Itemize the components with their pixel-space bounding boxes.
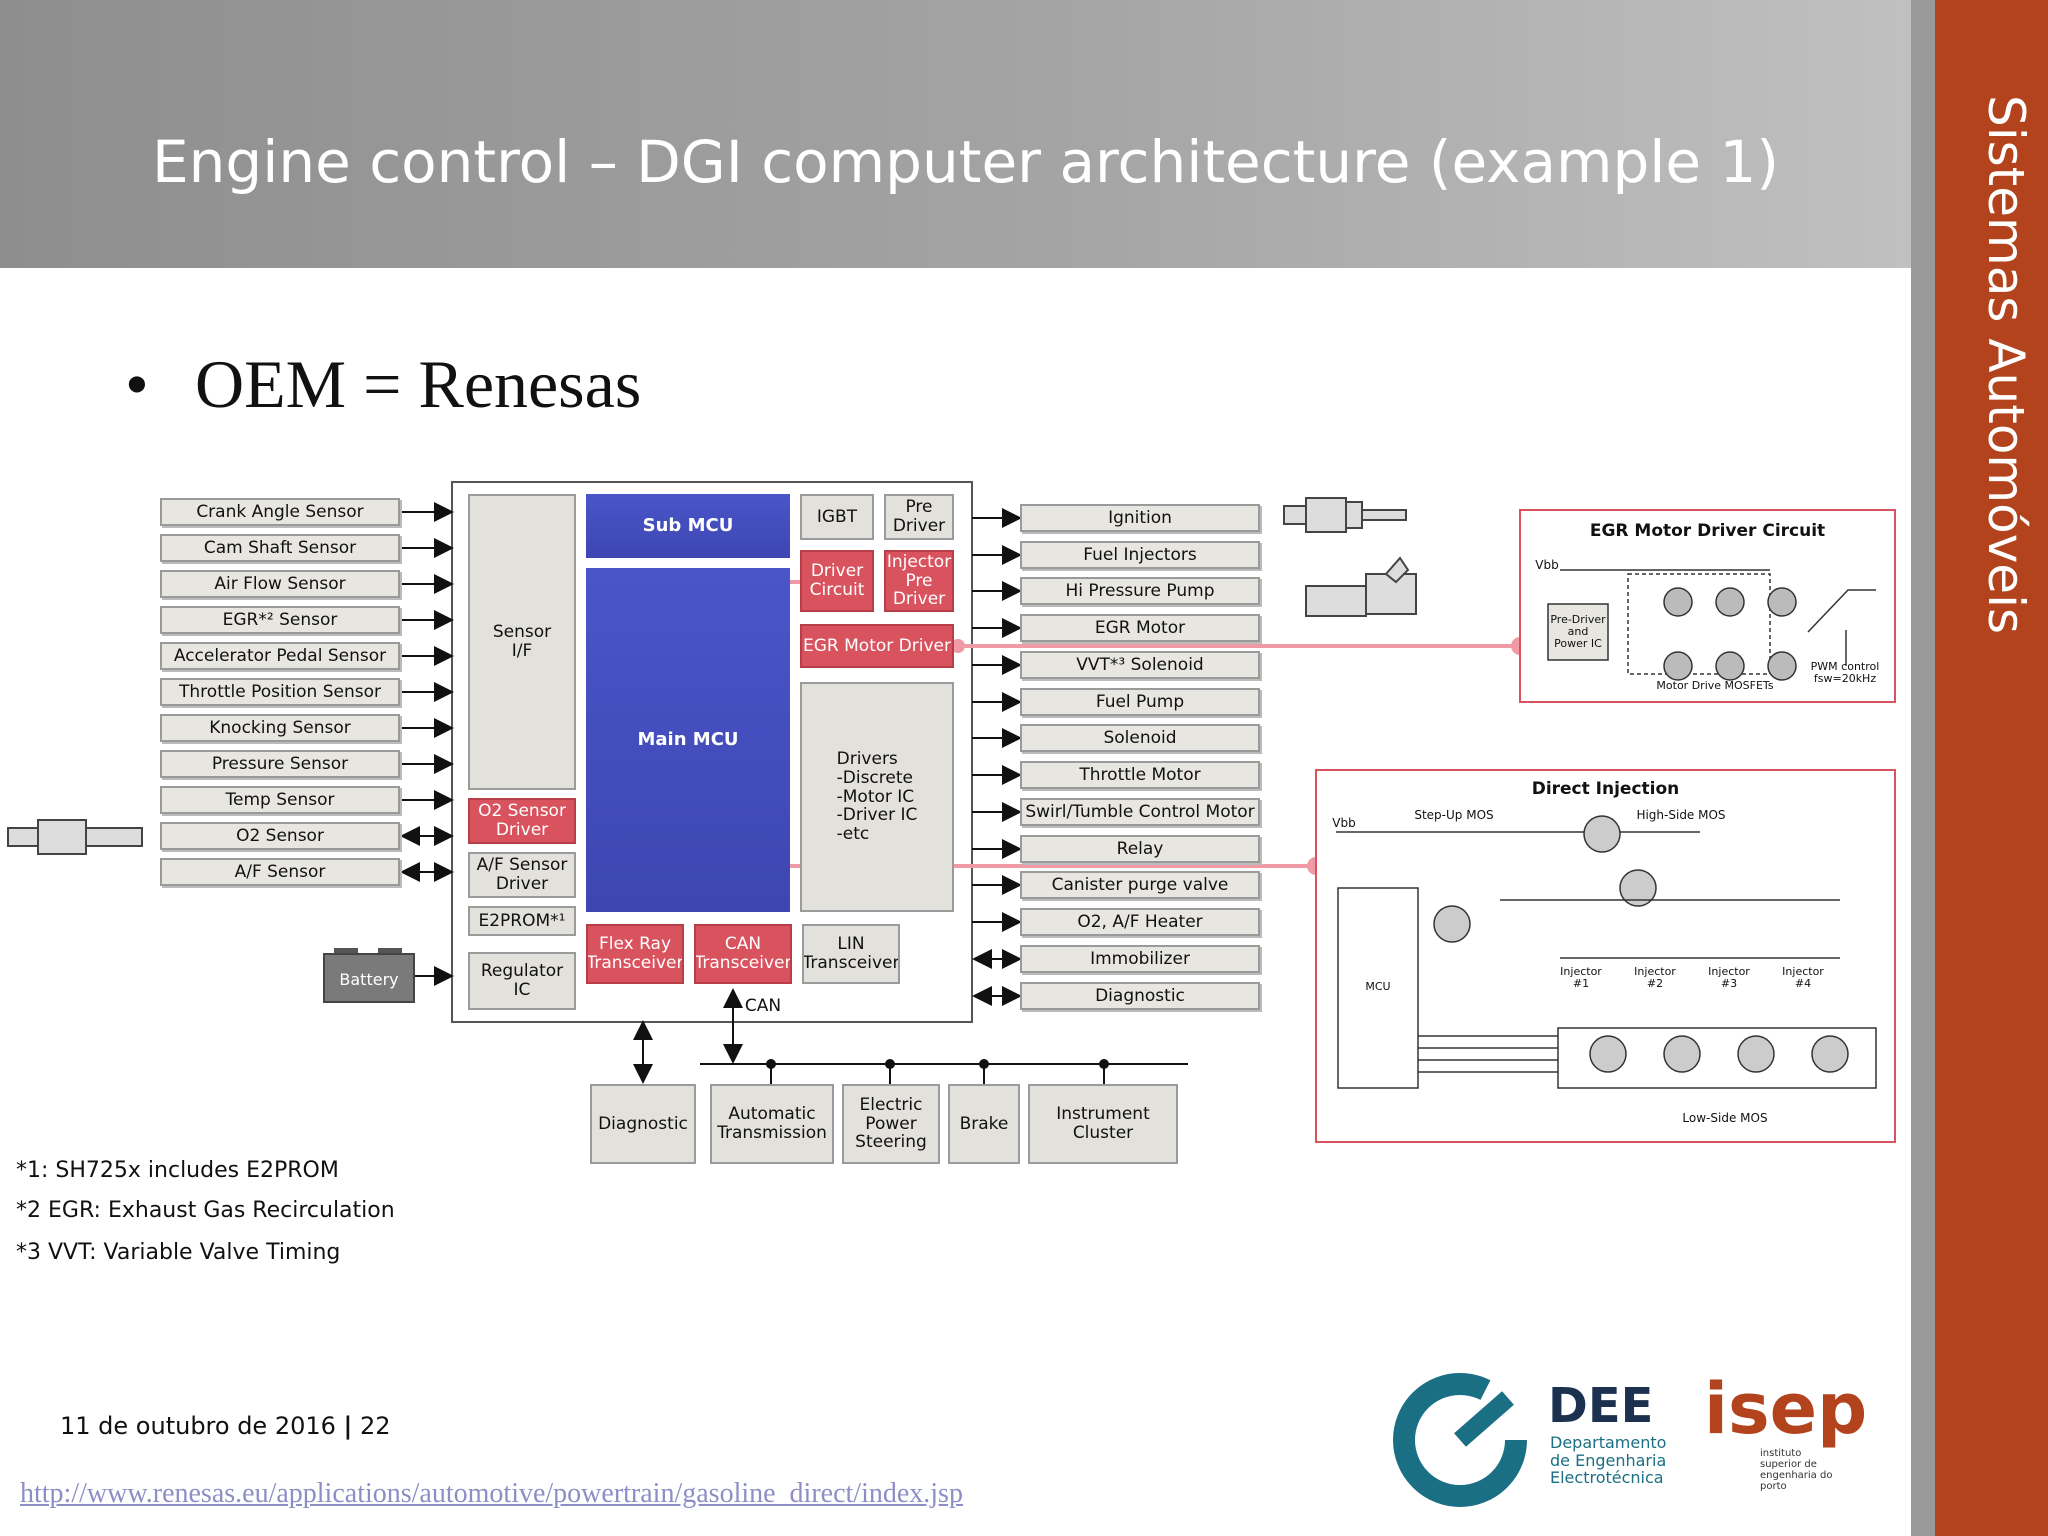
- di-injector-3: Injector #3: [1708, 964, 1750, 990]
- slide-footer: 11 de outubro de 2016 | 22: [60, 1412, 391, 1440]
- egr-vbb-label: Vbb: [1535, 558, 1559, 573]
- di-lowside-label: Low-Side MOS: [1682, 1111, 1768, 1126]
- e2prom-block: E2PROM*¹: [468, 906, 576, 936]
- output-o2-af-heater: O2, A/F Heater: [1020, 908, 1260, 936]
- egr-pwm-label: PWM control fsw=20kHz: [1810, 659, 1880, 685]
- di-injector-2: Injector #2: [1634, 964, 1676, 990]
- pre-driver-block: Pre Driver: [884, 494, 954, 540]
- output-throttle-motor: Throttle Motor: [1020, 761, 1260, 789]
- source-link[interactable]: http://www.renesas.eu/applications/autom…: [20, 1478, 963, 1509]
- bullet-text: OEM = Renesas: [195, 346, 642, 422]
- sensor-accelerator-pedal: Accelerator Pedal Sensor: [160, 642, 400, 670]
- sensor-cam-shaft: Cam Shaft Sensor: [160, 534, 400, 562]
- igbt-block: IGBT: [800, 494, 874, 540]
- output-hi-pressure-pump: Hi Pressure Pump: [1020, 577, 1260, 605]
- can-transceiver-block: CAN Transceiver: [694, 924, 792, 984]
- sensor-af: A/F Sensor: [160, 858, 400, 886]
- di-circuit: [1336, 815, 1877, 1089]
- output-canister-purge-valve: Canister purge valve: [1020, 871, 1260, 899]
- di-vbb-label: Vbb: [1332, 816, 1356, 831]
- egr-mosfets-label: Motor Drive MOSFETs: [1656, 678, 1774, 692]
- di-stepup-label: Step-Up MOS: [1414, 808, 1494, 823]
- page-number: 22: [359, 1412, 391, 1440]
- di-injector-4: Injector #4: [1782, 964, 1824, 990]
- sensor-air-flow: Air Flow Sensor: [160, 570, 400, 598]
- sensor-pressure: Pressure Sensor: [160, 750, 400, 778]
- isep-logo-text: isep: [1704, 1368, 1868, 1450]
- bullet-dot: •: [125, 346, 149, 422]
- bus-node-brake: Brake: [948, 1084, 1020, 1164]
- driver-circuit-block: Driver Circuit: [800, 550, 874, 612]
- battery-icon: [323, 948, 415, 1003]
- footnote-2: *2 EGR: Exhaust Gas Recirculation: [16, 1198, 395, 1223]
- architecture-diagram: Crank Angle Sensor Cam Shaft Sensor Air …: [0, 470, 1911, 1180]
- can-label: CAN: [744, 995, 782, 1016]
- footnote-3: *3 VVT: Variable Valve Timing: [16, 1240, 341, 1265]
- bus-node-instrument-cluster: Instrument Cluster: [1028, 1084, 1178, 1164]
- output-solenoid: Solenoid: [1020, 724, 1260, 752]
- output-relay: Relay: [1020, 835, 1260, 863]
- slide-date: 11 de outubro de 2016: [60, 1412, 336, 1440]
- drivers-block: Drivers -Discrete -Motor IC -Driver IC -…: [800, 682, 954, 912]
- injector-pre-driver-block: Injector Pre Driver: [884, 550, 954, 612]
- isep-logo-subtitle: instituto superior de engenharia do port…: [1760, 1448, 1833, 1492]
- sensor-interface-block: Sensor I/F: [468, 494, 576, 790]
- sensor-knocking: Knocking Sensor: [160, 714, 400, 742]
- o2-sensor-driver-block: O2 Sensor Driver: [468, 798, 576, 844]
- lin-transceiver-block: LIN Transceiver: [802, 924, 900, 984]
- sub-mcu-block: Sub MCU: [586, 494, 790, 558]
- egr-predriver-label: Pre-Driver and Power IC: [1550, 612, 1606, 651]
- title-bar: [0, 0, 1911, 268]
- injector-icon: [1305, 556, 1417, 617]
- dee-logo-icon: [1390, 1370, 1530, 1510]
- output-ignition: Ignition: [1020, 504, 1260, 532]
- slide-title: Engine control – DGI computer architectu…: [152, 128, 1780, 196]
- di-highside-label: High-Side MOS: [1636, 808, 1726, 823]
- output-swirl-tumble-motor: Swirl/Tumble Control Motor: [1020, 798, 1260, 826]
- output-fuel-pump: Fuel Pump: [1020, 688, 1260, 716]
- dee-logo-text: DEE: [1548, 1378, 1654, 1434]
- page-separator: |: [343, 1412, 353, 1440]
- course-name: Sistemas Automóveis: [1977, 95, 2035, 635]
- bus-node-electric-power-steering: Electric Power Steering: [842, 1084, 940, 1164]
- dee-logo-subtitle: Departamento de Engenharia Electrotécnic…: [1550, 1433, 1667, 1488]
- egr-motor-driver-block: EGR Motor Driver: [800, 624, 954, 668]
- output-arrows: [972, 508, 1022, 1006]
- bullet-item: • OEM = Renesas: [125, 345, 641, 424]
- di-injector-1: Injector #1: [1560, 964, 1602, 990]
- output-immobilizer: Immobilizer: [1020, 945, 1260, 973]
- sensor-throttle-position: Throttle Position Sensor: [160, 678, 400, 706]
- regulator-ic-block: Regulator IC: [468, 952, 576, 1010]
- o2-sensor-icon: [7, 819, 143, 855]
- flexray-transceiver-block: Flex Ray Transceiver: [586, 924, 684, 984]
- sensor-egr: EGR*² Sensor: [160, 606, 400, 634]
- sensor-o2: O2 Sensor: [160, 822, 400, 850]
- sidebar-divider: [1911, 0, 1935, 1536]
- bus-node-diagnostic: Diagnostic: [590, 1084, 696, 1164]
- output-vvt-solenoid: VVT*³ Solenoid: [1020, 651, 1260, 679]
- egr-panel-title: EGR Motor Driver Circuit: [1589, 520, 1826, 541]
- battery-label: Battery: [339, 970, 399, 990]
- output-diagnostic: Diagnostic: [1020, 982, 1260, 1010]
- sensor-arrows: [400, 502, 454, 986]
- bus-node-automatic-transmission: Automatic Transmission: [710, 1084, 834, 1164]
- sensor-crank-angle: Crank Angle Sensor: [160, 498, 400, 526]
- course-sidebar: [1935, 0, 2048, 1536]
- output-fuel-injectors: Fuel Injectors: [1020, 541, 1260, 569]
- di-panel-title: Direct Injection: [1531, 778, 1680, 799]
- di-mcu-label: MCU: [1365, 979, 1391, 993]
- footnote-1: *1: SH725x includes E2PROM: [16, 1158, 339, 1183]
- egr-circuit: [1547, 569, 1876, 681]
- main-mcu-block: Main MCU: [586, 568, 790, 912]
- spark-plug-icon: [1283, 497, 1407, 533]
- af-sensor-driver-block: A/F Sensor Driver: [468, 852, 576, 898]
- output-egr-motor: EGR Motor: [1020, 614, 1260, 642]
- sensor-temp: Temp Sensor: [160, 786, 400, 814]
